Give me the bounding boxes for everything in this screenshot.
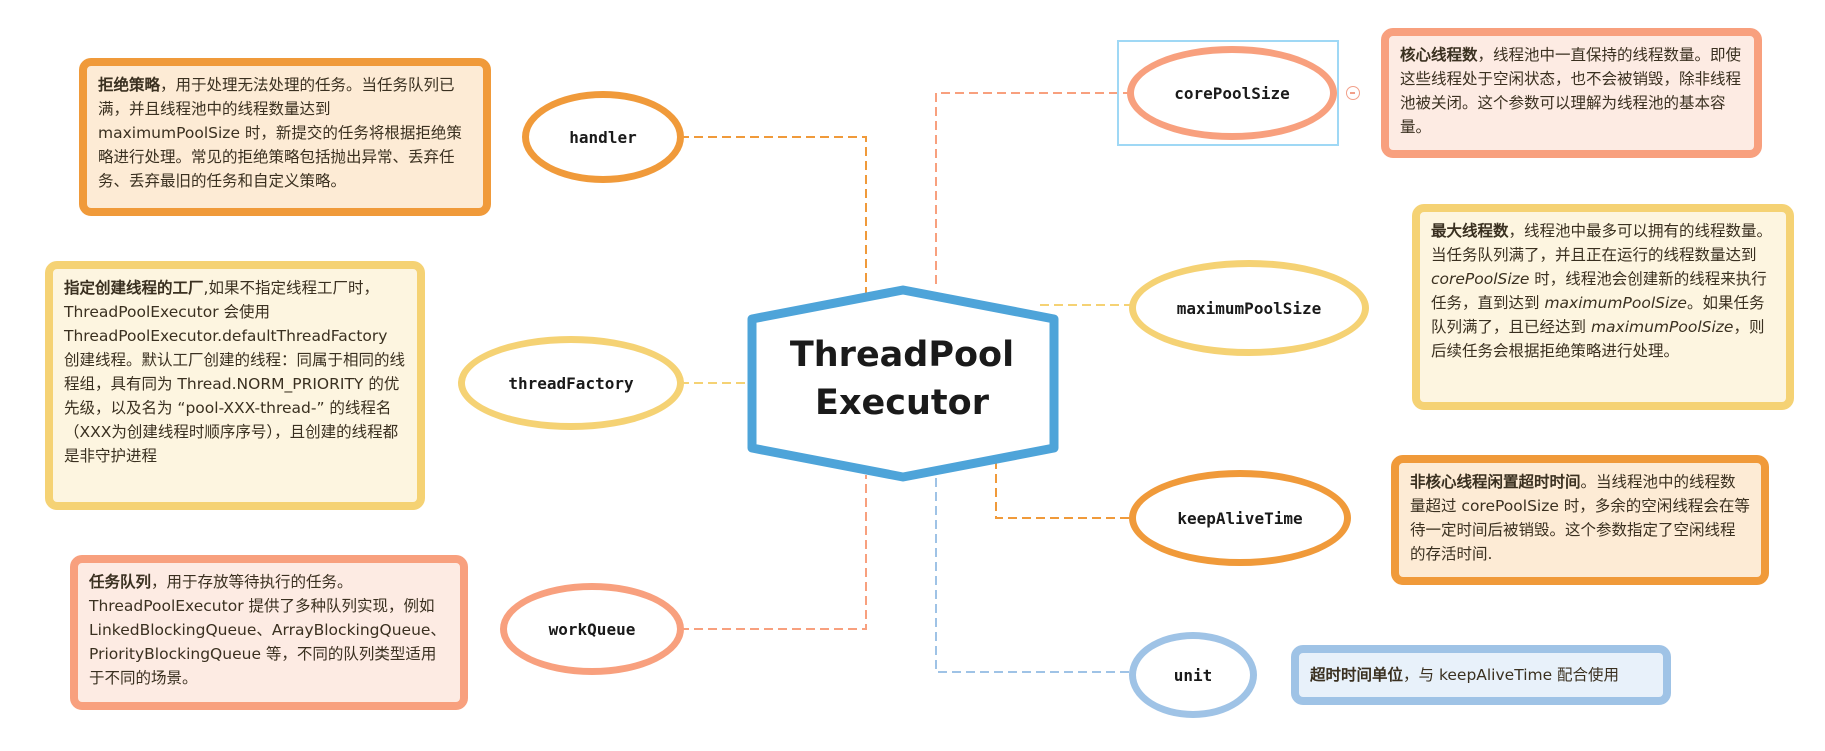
connector-unit	[935, 478, 1130, 673]
selection-frame	[1117, 40, 1339, 146]
note-maximumpoolsize-t4: ，则后续任务会根据拒绝策略进行处理。	[1431, 318, 1765, 360]
note-threadfactory: 指定创建线程的工厂,如果不指定线程工厂时，ThreadPoolExecutor …	[45, 261, 425, 510]
node-workqueue[interactable]: workQueue	[500, 583, 684, 675]
note-maximumpoolsize-c1: corePoolSize	[1431, 270, 1530, 288]
node-maximumpoolsize[interactable]: maximumPoolSize	[1129, 260, 1369, 356]
note-threadfactory-title: 指定创建线程的工厂	[64, 279, 204, 297]
note-threadfactory-text: ,如果不指定线程工厂时，ThreadPoolExecutor 会使用 Threa…	[64, 279, 406, 465]
center-title-line1: ThreadPool	[789, 335, 1015, 375]
note-maximumpoolsize: 最大线程数，线程池中最多可以拥有的线程数量。当任务队列满了，并且正在运行的线程数…	[1412, 204, 1794, 410]
note-handler: 拒绝策略，用于处理无法处理的任务。当任务队列已满，并且线程池中的线程数量达到 m…	[79, 58, 491, 216]
note-keepalivetime-title: 非核心线程闲置超时时间	[1410, 473, 1581, 491]
note-maximumpoolsize-t1: ，线程池中最多可以拥有的线程数量。当任务队列满了，并且正在运行的线程数量达到	[1431, 222, 1773, 264]
node-unit[interactable]: unit	[1129, 632, 1257, 718]
center-title: ThreadPool Executor	[752, 331, 1052, 427]
note-workqueue: 任务队列，用于存放等待执行的任务。ThreadPoolExecutor 提供了多…	[70, 555, 468, 710]
note-unit-title: 超时时间单位	[1310, 666, 1404, 684]
node-corepoolsize[interactable]: corePoolSize	[1127, 46, 1337, 140]
collapse-icon[interactable]	[1346, 86, 1360, 100]
note-keepalivetime-text: 。当线程池中的线程数量超过 corePoolSize 时，多余的空闲线程会在等待…	[1410, 473, 1750, 563]
note-corepoolsize-text: ，线程池中一直保持的线程数量。即使这些线程处于空闲状态，也不会被销毁，除非线程池…	[1400, 46, 1742, 136]
node-threadfactory[interactable]: threadFactory	[458, 336, 684, 430]
connector-corepoolsize	[935, 92, 1130, 284]
note-handler-title: 拒绝策略	[98, 76, 161, 94]
center-hexagon[interactable]	[747, 285, 1059, 482]
note-maximumpoolsize-c2: maximumPoolSize	[1544, 294, 1687, 312]
note-workqueue-text: ，用于存放等待执行的任务。ThreadPoolExecutor 提供了多种队列实…	[89, 573, 446, 687]
note-keepalivetime: 非核心线程闲置超时时间。当线程池中的线程数量超过 corePoolSize 时，…	[1391, 455, 1769, 585]
node-keepalivetime[interactable]: keepAliveTime	[1129, 470, 1351, 566]
center-title-line2: Executor	[815, 383, 989, 423]
note-unit-text: ，与 keepAliveTime 配合使用	[1403, 666, 1620, 684]
note-maximumpoolsize-c3: maximumPoolSize	[1590, 318, 1734, 336]
connector-keepalivetime	[995, 460, 1130, 519]
note-maximumpoolsize-title: 最大线程数	[1431, 222, 1509, 240]
connector-workqueue	[680, 475, 867, 630]
note-maximumpoolsize-t2: 时，线程池会创建新的线程来执行任务，直到达到	[1431, 270, 1767, 312]
note-handler-text: ，用于处理无法处理的任务。当任务队列已满，并且线程池中的线程数量达到 maxim…	[98, 76, 462, 190]
note-corepoolsize: 核心线程数，线程池中一直保持的线程数量。即使这些线程处于空闲状态，也不会被销毁，…	[1381, 28, 1762, 158]
node-handler[interactable]: handler	[522, 91, 684, 183]
note-workqueue-title: 任务队列	[89, 573, 152, 591]
note-corepoolsize-title: 核心线程数	[1400, 46, 1478, 64]
note-unit: 超时时间单位，与 keepAliveTime 配合使用	[1291, 645, 1671, 705]
connector-handler	[680, 136, 867, 293]
note-maximumpoolsize-t3: 。如果任务队列满了，且已经达到	[1431, 294, 1765, 336]
